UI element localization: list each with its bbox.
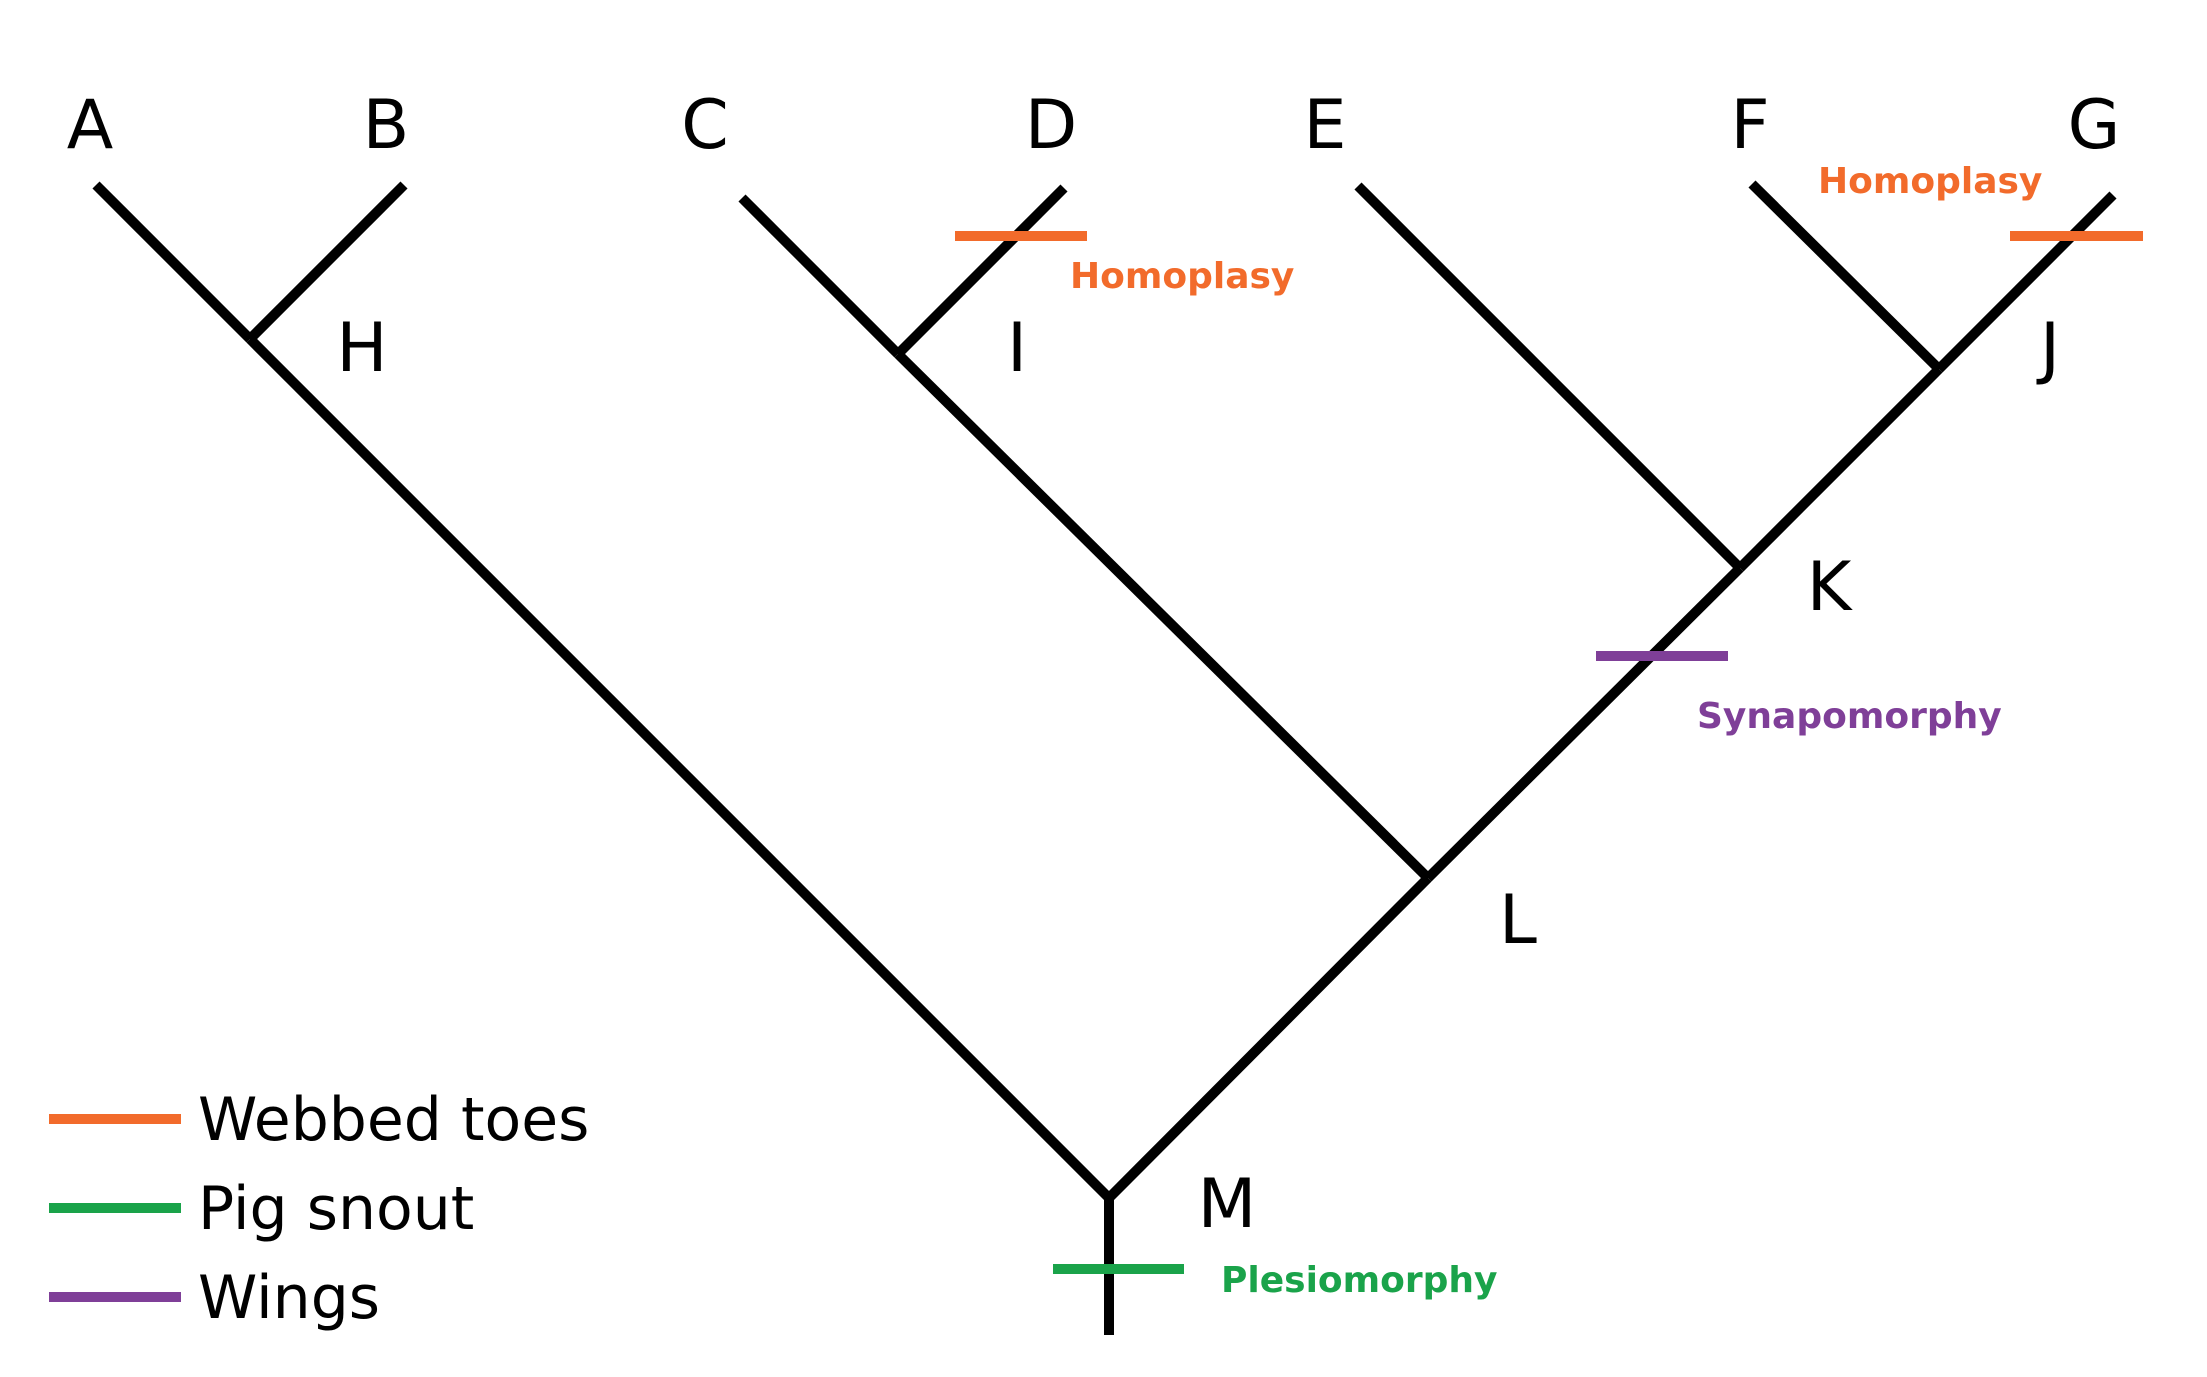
node-labels: H I J K L M [336, 309, 2060, 1244]
node-label-m: M [1198, 1165, 1257, 1244]
legend-label-pig-snout: Pig snout [198, 1174, 474, 1244]
branch-i-c [738, 194, 902, 358]
branch-l-k [1424, 564, 1744, 882]
branch-j-f [1748, 180, 1943, 373]
tip-labels: A B C D E F G [67, 86, 2121, 165]
tip-label-c: C [681, 86, 728, 165]
legend-label-webbed-toes: Webbed toes [198, 1085, 589, 1155]
synapomorphy-label-k: Synapomorphy [1697, 696, 2002, 737]
homoplasy-label-g: Homoplasy [1818, 161, 2042, 202]
branch-l-i [894, 350, 1432, 882]
branch-k-e [1354, 182, 1744, 572]
tip-label-g: G [2068, 86, 2121, 165]
branch-j-g [1935, 191, 2117, 373]
node-label-j: J [2036, 309, 2060, 388]
branch-k-j [1736, 365, 1943, 572]
node-label-l: L [1499, 881, 1537, 960]
plesiomorphy-label-m: Plesiomorphy [1221, 1260, 1498, 1301]
annotations: Homoplasy Homoplasy Synapomorphy Plesiom… [1070, 161, 2042, 1301]
tip-label-e: E [1304, 86, 1347, 165]
legend-label-wings: Wings [198, 1263, 380, 1333]
tip-label-d: D [1025, 86, 1077, 165]
character-marks [955, 231, 2143, 1274]
branch-i-d [894, 184, 1068, 358]
legend: Webbed toes Pig snout Wings [49, 1085, 589, 1333]
tip-label-b: B [363, 86, 410, 165]
branch-h-a [92, 181, 254, 343]
node-label-k: K [1807, 548, 1854, 627]
branch-h-b [246, 181, 408, 343]
node-label-i: I [1007, 309, 1027, 388]
homoplasy-label-d: Homoplasy [1070, 256, 1294, 297]
branch-m-h [246, 335, 1113, 1202]
node-label-h: H [336, 309, 387, 388]
tip-label-a: A [67, 86, 114, 165]
branch-m-l [1105, 874, 1432, 1202]
tip-label-f: F [1730, 86, 1769, 165]
branches [92, 180, 2117, 1335]
